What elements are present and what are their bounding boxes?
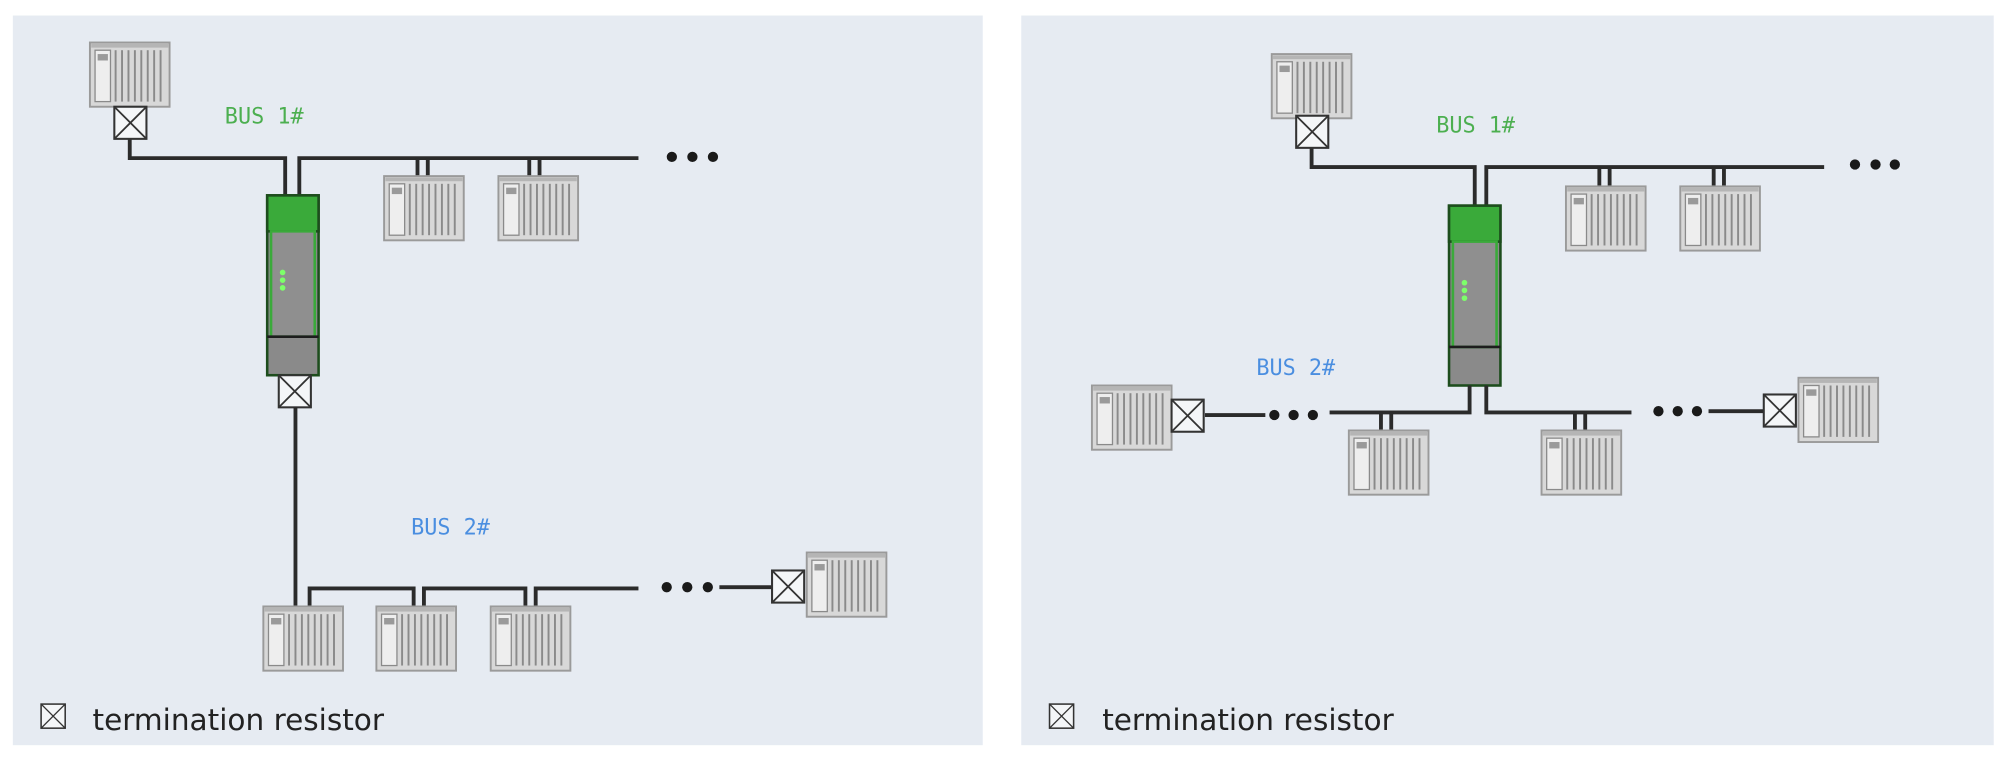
termination-resistor-icon: [40, 703, 66, 729]
legend: termination resistor: [1048, 703, 1395, 737]
ellipsis-icon: [661, 582, 713, 593]
plc-device: [262, 605, 344, 672]
termination-resistor-icon: [1762, 393, 1797, 428]
plc-device: [1270, 53, 1353, 120]
plc-device: [497, 175, 580, 242]
bus-2-wiring: [293, 407, 773, 607]
bus-2-label: BUS 2#: [411, 516, 491, 541]
plc-device: [383, 175, 465, 242]
bus-1-wiring: [127, 138, 639, 196]
ellipsis-icon: [1849, 159, 1900, 170]
bus-1-label: BUS 1#: [225, 104, 305, 129]
repeater-device: [265, 194, 320, 377]
repeater-device: [1447, 204, 1502, 387]
diagram-right: BUS 1# BUS 2# termination resistor: [1021, 15, 1994, 746]
plc-device: [375, 605, 458, 672]
bus-1-wiring: [1309, 147, 1825, 206]
termination-resistor-icon: [1170, 398, 1205, 433]
plc-device: [1540, 429, 1623, 496]
ellipsis-icon: [1269, 409, 1319, 421]
legend-label: termination resistor: [1102, 703, 1394, 737]
bus-1-label: BUS 1#: [1436, 113, 1516, 138]
bus-2-label: BUS 2#: [1256, 356, 1336, 381]
termination-resistor-icon: [771, 569, 806, 604]
ellipsis-icon: [666, 151, 719, 162]
termination-resistor-icon: [277, 374, 312, 409]
plc-device: [1090, 384, 1173, 451]
plc-device: [88, 41, 171, 108]
legend: termination resistor: [40, 703, 385, 737]
termination-resistor-icon: [1295, 114, 1330, 149]
plc-device: [489, 605, 572, 672]
termination-resistor-icon: [1048, 703, 1075, 729]
plc-device: [1347, 429, 1430, 496]
plc-device: [805, 551, 888, 618]
bus-2-wiring: [1204, 385, 1764, 431]
diagram-left: BUS 1# BUS 2# termination resistor: [12, 15, 983, 746]
plc-device: [1797, 376, 1880, 443]
ellipsis-icon: [1653, 406, 1703, 417]
plc-device: [1679, 185, 1761, 252]
legend-label: termination resistor: [92, 703, 384, 737]
termination-resistor-icon: [113, 105, 148, 140]
plc-device: [1564, 185, 1647, 252]
